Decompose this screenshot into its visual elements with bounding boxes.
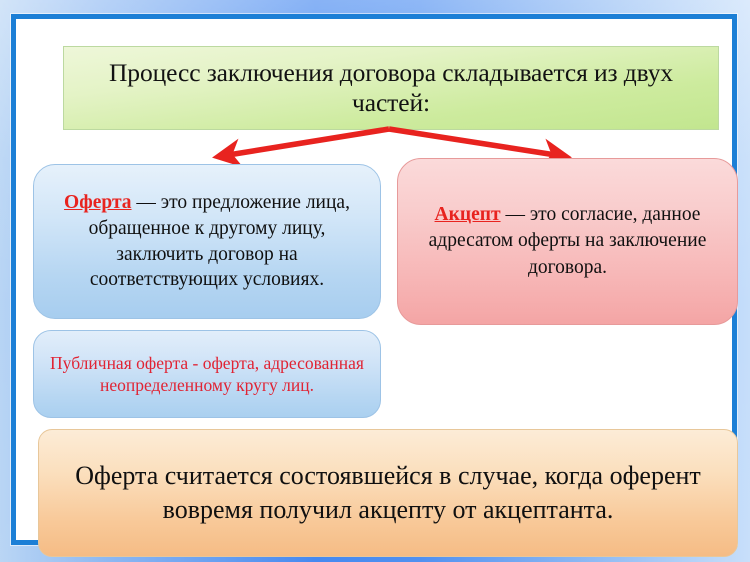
public-offer-box: Публичная оферта - оферта, адресованная … (33, 330, 381, 418)
public-offer-text: Публичная оферта - оферта, адресованная … (50, 352, 364, 395)
acceptance-definition-box: Акцепт — это согласие, данное адресатом … (397, 158, 738, 325)
slide-frame: Процесс заключения договора складывается… (11, 14, 738, 557)
offer-definition: это предложение лица, обращенное к друго… (88, 191, 350, 291)
acceptance-term: Акцепт (434, 203, 501, 225)
arrow-to-offer (212, 126, 390, 168)
acceptance-definition: это согласие, данное адресатом оферты на… (428, 203, 707, 278)
title-box: Процесс заключения договора складывается… (63, 46, 719, 130)
conclusion-text: Оферта считается состоявшейся в случае, … (75, 461, 701, 524)
acceptance-definition-text: Акцепт — это согласие, данное адресатом … (414, 202, 721, 282)
page-title: Процесс заключения договора складывается… (108, 57, 674, 117)
offer-separator: — (131, 191, 161, 213)
arrow-to-accept (388, 126, 572, 168)
offer-definition-box: Оферта — это предложение лица, обращенно… (33, 164, 381, 319)
offer-term: Оферта (64, 191, 132, 213)
offer-definition-text: Оферта — это предложение лица, обращенно… (49, 190, 365, 294)
acceptance-separator: — (500, 203, 530, 225)
conclusion-box: Оферта считается состоявшейся в случае, … (38, 429, 738, 557)
